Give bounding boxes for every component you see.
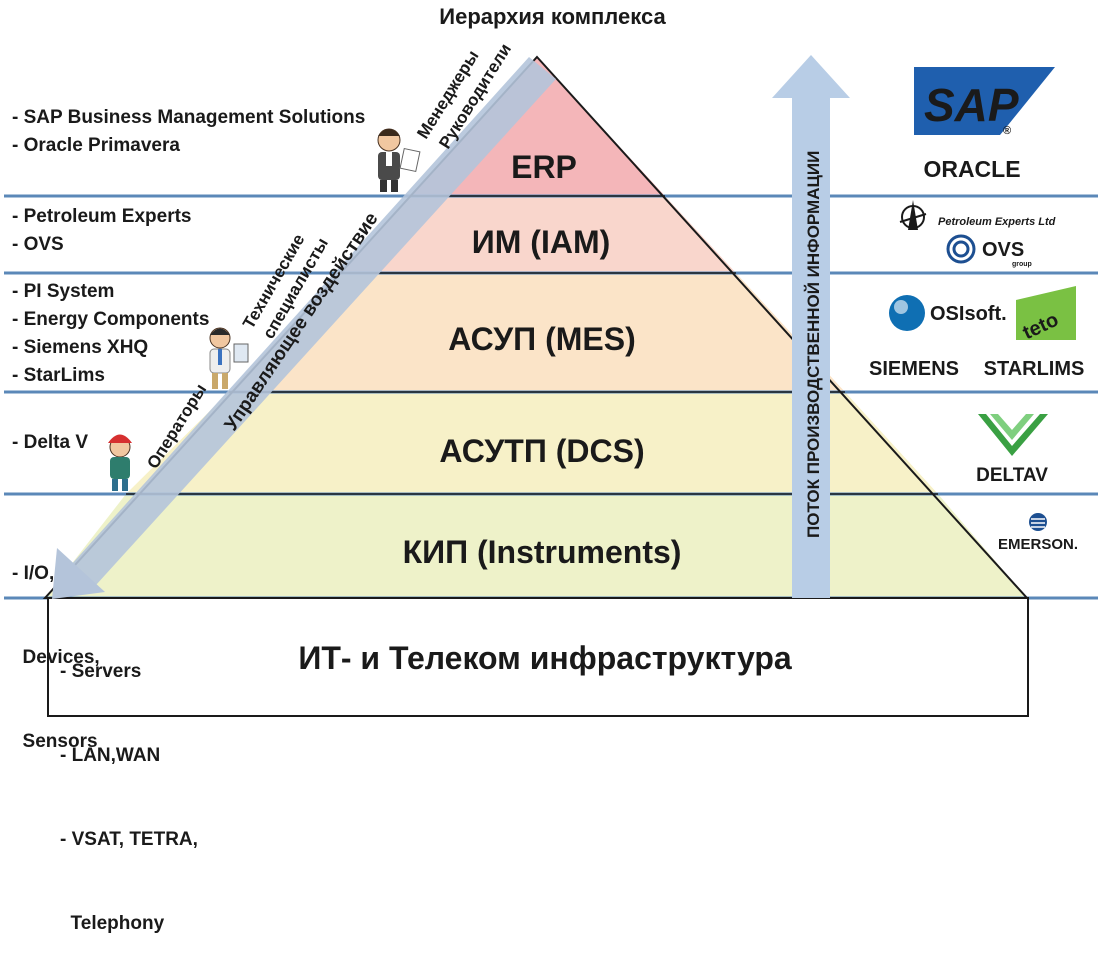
list-item: - Delta V: [12, 432, 89, 453]
emerson-logo-text: EMERSON.: [998, 536, 1078, 553]
list-item: - Siemens XHQ: [12, 337, 149, 358]
deltav-logo: DELTAV: [976, 414, 1048, 486]
specialist-figure-icon: [209, 327, 249, 389]
level-label-asup: АСУП (MES): [448, 321, 635, 357]
diagram-title: Иерархия комплекса: [439, 4, 666, 29]
ovs-logo-sub: group: [1012, 261, 1032, 268]
left-list-im: - Petroleum Experts - OVS: [12, 203, 192, 259]
list-item: - I/O,: [12, 563, 55, 584]
deltav-logo-text: DELTAV: [976, 465, 1048, 486]
list-item: - LAN,WAN: [60, 745, 161, 766]
manager-figure-icon: [377, 128, 421, 192]
sap-logo: SAP ®: [914, 67, 1055, 137]
info-arrow-label: ПОТОК ПРОИЗВОДСТВЕННОЙ ИНФОРМАЦИИ: [804, 151, 823, 538]
diagram-canvas: Управляющее воздействие ПОТОК ПРОИЗВОДСТ…: [4, 40, 1098, 717]
base-box: [47, 597, 1029, 717]
left-list-mes: - PI System - Energy Components - Siemen…: [12, 278, 209, 390]
sap-logo-text: SAP: [924, 79, 1019, 131]
list-item: Telephony: [60, 913, 165, 934]
list-item: - StarLims: [12, 365, 105, 386]
list-item: - Servers: [60, 661, 142, 682]
ovs-logo-text: OVS: [982, 239, 1024, 261]
ovs-logo: OVS group: [946, 234, 1032, 268]
list-item: - Petroleum Experts: [12, 206, 192, 227]
base-title: ИТ- и Телеком инфраструктура: [298, 640, 792, 676]
list-item: - OVS: [12, 234, 64, 255]
oracle-logo: ORACLE: [923, 156, 1020, 182]
left-list-erp: - SAP Business Management Solutions - Or…: [12, 104, 365, 160]
operator-figure-icon: [108, 434, 132, 491]
info-arrow: [772, 55, 850, 598]
list-item: - Energy Components: [12, 309, 210, 330]
starlims-logo: STARLIMS: [984, 358, 1085, 380]
petex-logo-text: Petroleum Experts Ltd: [938, 216, 1056, 228]
list-item: - Oracle Primavera: [12, 135, 180, 156]
list-item: - PI System: [12, 281, 115, 302]
teto-logo: teto: [1016, 286, 1076, 344]
siemens-logo: SIEMENS: [869, 358, 959, 380]
level-label-erp: ERP: [511, 149, 577, 185]
emerson-logo: EMERSON.: [998, 513, 1078, 553]
list-item: Devices,: [12, 647, 100, 668]
level-fill-kip: [45, 494, 1027, 598]
level-label-asutp: АСУТП (DCS): [439, 433, 644, 469]
control-arrow: [52, 57, 556, 599]
osisoft-logo: OSIsoft.: [889, 295, 1007, 331]
left-list-dcs: - Delta V: [12, 429, 88, 457]
level-label-kip: КИП (Instruments): [403, 534, 682, 570]
base-list: - Servers - LAN,WAN - VSAT, TETRA, Telep…: [60, 602, 198, 966]
level-label-im: ИМ (IAM): [472, 224, 611, 260]
list-item: - VSAT, TETRA,: [60, 829, 198, 850]
sap-logo-reg: ®: [1003, 125, 1011, 137]
pyramid-diagram: Управляющее воздействие ПОТОК ПРОИЗВОДСТ…: [4, 4, 1098, 934]
level-fill-asutp: [126, 392, 938, 494]
list-item: - SAP Business Management Solutions: [12, 107, 366, 128]
level-fill-im: [339, 196, 736, 273]
osisoft-logo-text: OSIsoft.: [930, 303, 1007, 325]
level-fill-asup: [229, 273, 845, 392]
petex-logo: Petroleum Experts Ltd: [899, 200, 1056, 230]
